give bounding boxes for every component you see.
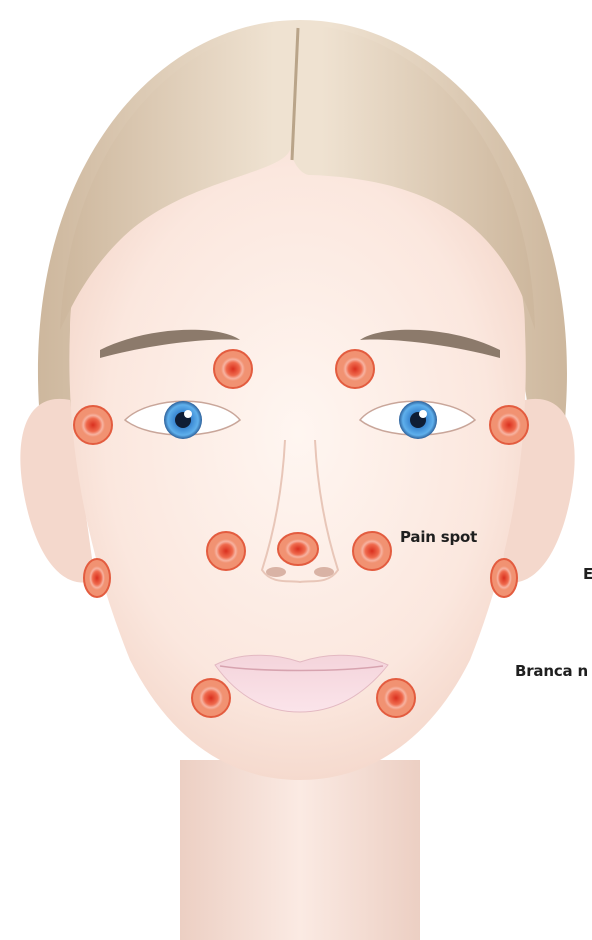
pain-spot-temple-left[interactable] bbox=[74, 406, 112, 444]
left-nostril bbox=[266, 567, 286, 577]
pain-spot-forehead-right[interactable] bbox=[336, 350, 374, 388]
cropped-label-right: E bbox=[583, 565, 592, 583]
cropped-label-lower-right: Branca n bbox=[515, 662, 588, 680]
pain-spot-nose-bridge[interactable] bbox=[278, 533, 318, 565]
pain-spot-temple-right[interactable] bbox=[490, 406, 528, 444]
pain-spot-chin-left[interactable] bbox=[192, 679, 230, 717]
pain-spot-jaw-right[interactable] bbox=[491, 559, 517, 597]
neck bbox=[180, 760, 420, 940]
right-nostril bbox=[314, 567, 334, 577]
pain-spot-chin-right[interactable] bbox=[377, 679, 415, 717]
pain-spot-forehead-left[interactable] bbox=[214, 350, 252, 388]
pain-spot-cheek-right[interactable] bbox=[353, 532, 391, 570]
pain-spot-label: Pain spot bbox=[400, 528, 477, 546]
pain-spot-cheek-left[interactable] bbox=[207, 532, 245, 570]
pain-spot-jaw-left[interactable] bbox=[84, 559, 110, 597]
